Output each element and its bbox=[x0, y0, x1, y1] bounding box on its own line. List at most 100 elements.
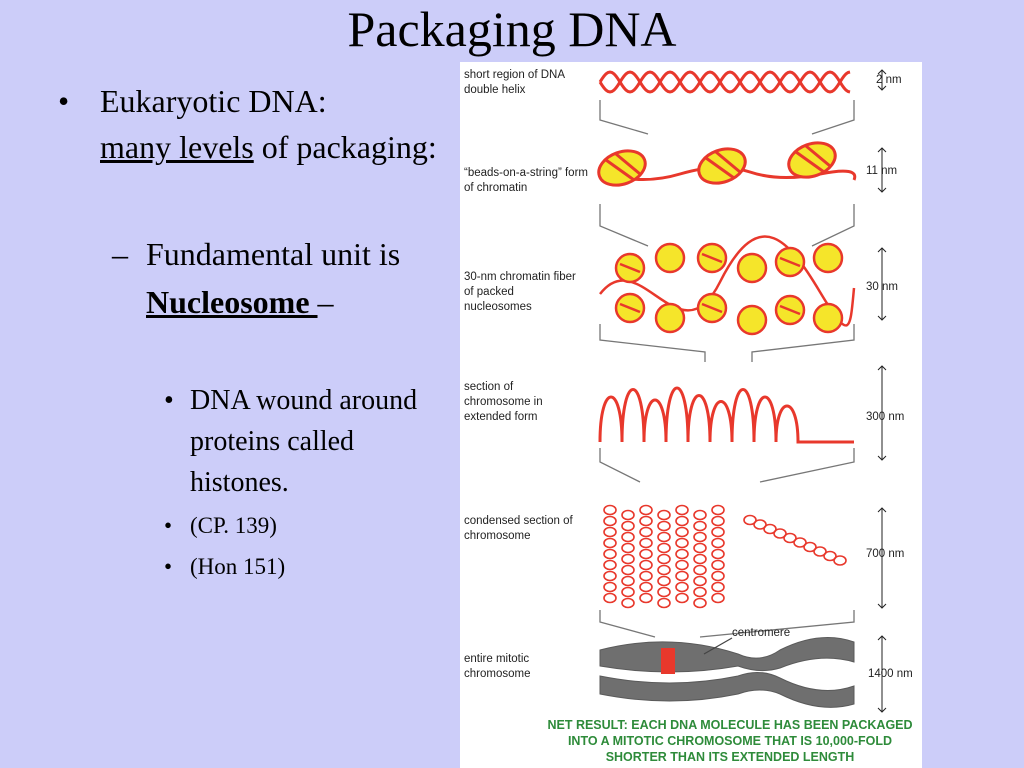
size-11nm: 11 nm bbox=[866, 165, 898, 177]
coil-loop bbox=[693, 542, 707, 554]
coil-tail bbox=[803, 541, 817, 553]
connector-line bbox=[599, 204, 855, 247]
dna-wrap bbox=[795, 144, 831, 174]
coil-tail bbox=[823, 550, 837, 562]
coil-loop bbox=[603, 526, 617, 538]
bullet-marker: • bbox=[58, 83, 70, 119]
fiber-nucleosome bbox=[654, 302, 686, 334]
connector-line bbox=[599, 324, 855, 362]
coil-loop bbox=[693, 597, 707, 609]
coil-loop bbox=[657, 564, 671, 576]
coil-loop bbox=[657, 553, 671, 565]
coil-loop bbox=[657, 586, 671, 598]
coil-loop bbox=[693, 564, 707, 576]
size-arrowheads bbox=[877, 635, 887, 713]
coil-loop bbox=[693, 531, 707, 543]
fiber-nucleosome bbox=[812, 302, 844, 334]
coil-loop bbox=[603, 592, 617, 604]
coil-loop bbox=[675, 526, 689, 538]
coil-loop bbox=[639, 581, 653, 593]
label-beads: “beads-on-a-string” form of chromatin bbox=[464, 167, 588, 194]
coil-loop bbox=[675, 504, 689, 516]
coil-loop bbox=[675, 548, 689, 560]
coil-loop bbox=[693, 586, 707, 598]
dna-wrap bbox=[705, 150, 741, 180]
coil-loop bbox=[675, 581, 689, 593]
fiber-nucleosome bbox=[812, 242, 844, 274]
size-arrowheads bbox=[877, 507, 887, 609]
slide-title: Packaging DNA bbox=[347, 1, 677, 57]
condensed-chromosome bbox=[603, 504, 847, 609]
bullet-4-text: (CP. 139) bbox=[190, 513, 277, 538]
nucleosome bbox=[787, 141, 837, 179]
size-arrowheads bbox=[877, 247, 887, 321]
dna-wrap bbox=[779, 256, 801, 268]
double-helix bbox=[598, 70, 851, 94]
coil-loop bbox=[675, 570, 689, 582]
coil-tail bbox=[833, 555, 847, 566]
bullet-marker: • bbox=[164, 513, 173, 538]
coil-loop bbox=[621, 509, 635, 521]
bullet-cp: • (CP. 139) bbox=[164, 510, 420, 542]
fiber-nucleosome bbox=[736, 252, 768, 284]
coil-loop bbox=[693, 575, 707, 587]
coil-loop bbox=[711, 504, 725, 516]
coil-loop bbox=[603, 559, 617, 571]
dash-marker: – bbox=[112, 236, 128, 272]
nucleosome bbox=[697, 147, 747, 185]
bullet-histones: • DNA wound around proteins called histo… bbox=[164, 380, 420, 503]
dna-wrap bbox=[701, 252, 723, 264]
size-2nm: 2 nm bbox=[876, 74, 902, 86]
bullet-1-post: of packaging: bbox=[253, 129, 437, 165]
coil-loop bbox=[639, 548, 653, 560]
coil-loop bbox=[711, 559, 725, 571]
label-centromere: centromere bbox=[732, 627, 791, 639]
dna-packaging-figure: short region of DNA double helix “beads-… bbox=[460, 62, 922, 768]
size-300nm: 300 nm bbox=[866, 411, 905, 423]
coil-loop bbox=[603, 581, 617, 593]
label-condensed: condensed section of chromosome bbox=[464, 515, 573, 542]
coil-loop bbox=[603, 537, 617, 549]
size-30nm: 30 nm bbox=[866, 281, 898, 293]
centromere-mark bbox=[661, 648, 675, 674]
coil-loop bbox=[621, 575, 635, 587]
bullet-2-post: – bbox=[317, 284, 334, 320]
coil-loop bbox=[639, 537, 653, 549]
coil-loop bbox=[657, 509, 671, 521]
chromosome-arm-lower bbox=[599, 672, 855, 708]
dna-wrap bbox=[619, 302, 641, 314]
coil-loop bbox=[603, 570, 617, 582]
coil-loop bbox=[603, 515, 617, 527]
dna-wrap bbox=[619, 262, 641, 274]
coil-loop bbox=[621, 520, 635, 532]
coil-loop bbox=[621, 586, 635, 598]
coil-loop bbox=[675, 537, 689, 549]
connector-line bbox=[599, 100, 855, 135]
coil-loop bbox=[711, 515, 725, 527]
coil-loop bbox=[675, 515, 689, 527]
helix-strand bbox=[598, 70, 851, 94]
coil-loop bbox=[639, 504, 653, 516]
figure-drawing bbox=[597, 69, 887, 713]
bullet-hon: • (Hon 151) bbox=[164, 551, 420, 583]
coil-loop bbox=[621, 553, 635, 565]
coil-tail bbox=[813, 546, 827, 557]
coil-loop bbox=[639, 559, 653, 571]
coil-tail bbox=[773, 528, 787, 539]
coil-loop bbox=[675, 559, 689, 571]
coil-tail bbox=[793, 537, 807, 548]
size-700nm: 700 nm bbox=[866, 548, 905, 560]
coil-loop bbox=[621, 531, 635, 543]
dna-wrap bbox=[605, 152, 641, 182]
coil-loop bbox=[693, 553, 707, 565]
size-brackets bbox=[877, 69, 887, 713]
coil-loop bbox=[621, 542, 635, 554]
coil-loop bbox=[711, 570, 725, 582]
bullet-2-bold: Nucleosome bbox=[146, 284, 318, 320]
helix-strand bbox=[598, 70, 851, 94]
coil-tail bbox=[743, 514, 757, 526]
label-fiber: 30-nm chromatin fiber of packed nucleoso… bbox=[464, 271, 576, 313]
coil-loop bbox=[639, 515, 653, 527]
dna-wrap bbox=[701, 302, 723, 314]
coil-loop bbox=[693, 520, 707, 532]
